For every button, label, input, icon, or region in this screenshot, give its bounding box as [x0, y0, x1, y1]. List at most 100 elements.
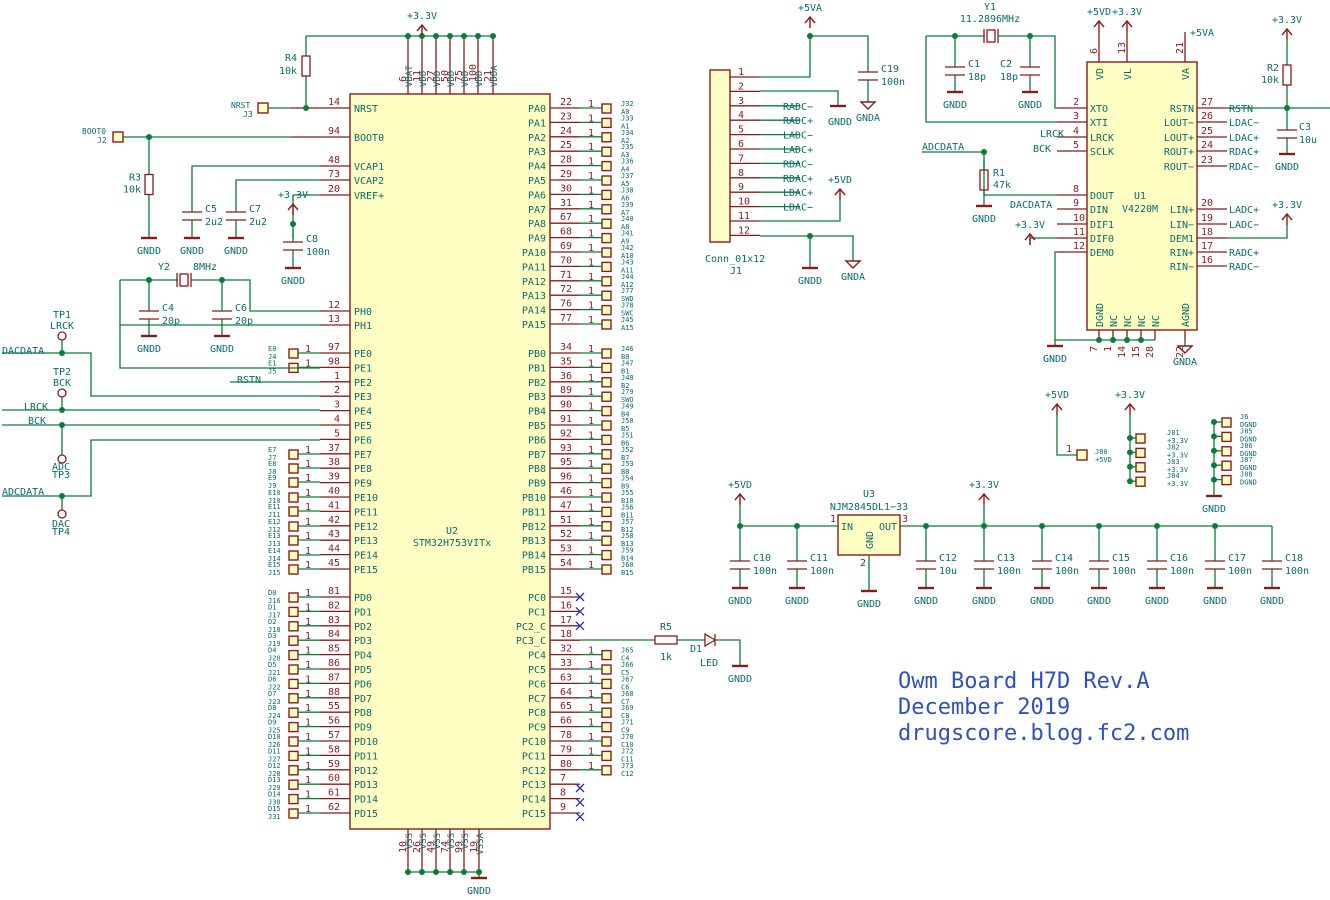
capacitor-value: 100n — [1228, 566, 1252, 577]
u1-body — [1086, 61, 1198, 331]
u2-pin-number: 61 — [328, 788, 340, 799]
u2-pin-name: VDD — [475, 71, 485, 87]
j1-pin-number: 6 — [738, 139, 744, 150]
wire — [998, 35, 1057, 109]
no-connect-mark — [575, 621, 585, 631]
u1-pin-number: 28 — [1145, 346, 1156, 358]
capacitor-value: 100n — [1112, 566, 1136, 577]
header-pin — [601, 765, 612, 776]
u2-pin-name: PE4 — [354, 407, 372, 418]
wire — [760, 90, 839, 100]
j1-pin-number: 3 — [738, 96, 744, 107]
u2-pin-number: 24 — [560, 126, 572, 137]
u1-pin-number: 18 — [1201, 227, 1213, 238]
u2-pin-number: 40 — [328, 486, 340, 497]
header-pin — [601, 678, 612, 690]
header-pin-number: 1 — [588, 402, 594, 413]
resistor-value: 10k — [123, 185, 141, 196]
u2-ref: U2 — [446, 526, 458, 537]
header-pin — [288, 736, 299, 747]
header-pin — [288, 592, 299, 603]
header-pin-number: 1 — [588, 344, 594, 355]
u2-pin-number: 2 — [334, 385, 340, 396]
u1-pin-name: LOUT+ — [1164, 133, 1194, 144]
ground-c6-label: GNDD — [210, 344, 234, 355]
u1-pin-name: NC — [1151, 315, 1162, 327]
u2-pin-number: 29 — [560, 169, 572, 180]
capacitor-ref: C6 — [235, 303, 247, 314]
u2-pin-name: PD10 — [354, 737, 378, 748]
u2-pin-name: PB14 — [522, 551, 546, 562]
resistor-body — [979, 169, 989, 191]
u2-pin-name: VSS — [419, 833, 429, 849]
test-point-name: LRCK — [50, 321, 74, 332]
nrst-label: NRST — [231, 101, 250, 110]
u2-pin-name: PD6 — [354, 679, 372, 690]
header-pin-number: 1 — [588, 660, 594, 671]
u1-pin-name: LIN− — [1170, 220, 1194, 231]
u2-pin-name: PB8 — [528, 464, 546, 475]
header-pin — [288, 693, 299, 704]
header-pin-number: 1 — [588, 113, 594, 124]
capacitor-value: 18p — [1000, 72, 1018, 83]
header-pin — [601, 117, 612, 129]
test-point-icon — [57, 331, 67, 341]
header-pin — [601, 405, 612, 417]
ground-u3-label: GNDD — [857, 599, 881, 610]
u2-pin-number: 38 — [328, 457, 340, 468]
u1-pin-number: 17 — [1201, 241, 1213, 252]
header-pin — [601, 549, 612, 561]
ground-bypass-label: GNDD — [1087, 596, 1111, 607]
header-pin — [1076, 449, 1088, 461]
header-pin-number: 1 — [305, 790, 311, 801]
wire — [119, 280, 320, 369]
u1-net-dacdata: DACDATA — [1010, 200, 1052, 211]
u1-pin-number: 11 — [1073, 227, 1085, 238]
u1-pin-number: 4 — [1073, 126, 1079, 137]
header-pin — [288, 707, 299, 718]
u2-pin-number: 86 — [328, 658, 340, 669]
u2-pin-number: 92 — [560, 428, 572, 439]
u2-pin-name: PB9 — [528, 479, 546, 490]
u2-pin-number: 17 — [560, 615, 572, 626]
header-pin — [601, 319, 612, 330]
resistor-body — [1282, 64, 1292, 86]
header-pin-number: 1 — [588, 315, 594, 326]
capacitor-ref: C4 — [162, 303, 174, 314]
u2-pin-name: PC4 — [528, 651, 546, 662]
j2-label: J2 — [97, 136, 107, 145]
header-pin-number: 1 — [305, 674, 311, 685]
header-pin — [1221, 460, 1232, 471]
u2-pin-name: VSS — [433, 833, 443, 849]
header-pin-number: 1 — [588, 99, 594, 110]
header-pin-number: 1 — [305, 775, 311, 786]
j1-net-label: RADC+ — [783, 116, 813, 127]
wire — [810, 35, 869, 56]
u2-pin-name: PD9 — [354, 723, 372, 734]
u2-pin-name: PD3 — [354, 636, 372, 647]
header-pin — [601, 420, 612, 431]
capacitor-value: 100n — [810, 566, 834, 577]
u2-pin-number: 16 — [560, 600, 572, 611]
u1-value: V4220M — [1122, 204, 1158, 215]
resistor-body — [654, 635, 678, 645]
u1-pin-name: SCLK — [1090, 147, 1114, 158]
header-pin-number: 1 — [305, 344, 311, 355]
header-pin-number: 1 — [305, 689, 311, 700]
power-label: +3.3V — [278, 190, 308, 201]
ground-j6-label: GNDD — [1202, 504, 1226, 515]
u2-pin-name: PA10 — [522, 248, 546, 259]
header-pin — [601, 276, 612, 287]
u2-pin-number: 13 — [328, 314, 340, 325]
u2-pin-name: PD0 — [354, 593, 372, 604]
u2-pin-name: PA8 — [528, 219, 546, 230]
